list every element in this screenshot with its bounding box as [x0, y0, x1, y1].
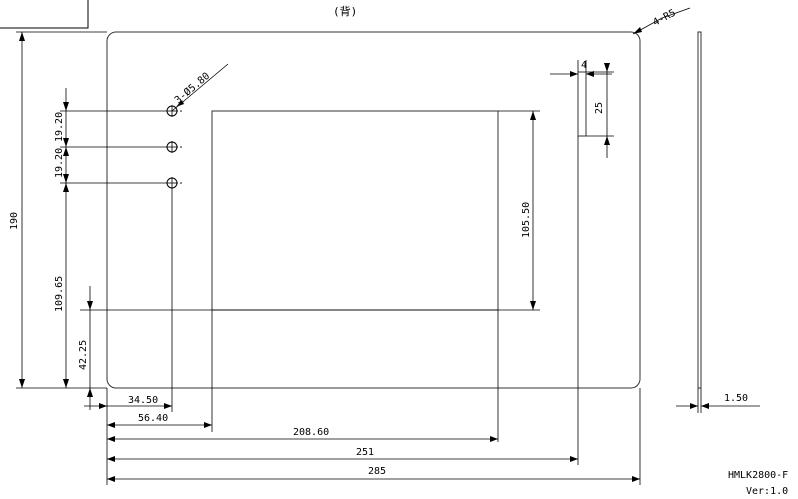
slot-outline — [577, 71, 587, 137]
overall-height-label: 190 — [9, 212, 20, 230]
hole-leader-arrow — [176, 100, 184, 107]
mounting-holes — [166, 105, 182, 189]
version-label: Ver:1.0 — [746, 486, 788, 497]
hole-spacing-bottom-label: 19.20 — [54, 148, 65, 178]
overall-width-label: 285 — [368, 466, 386, 477]
cutout-bottom-label: 42.25 — [78, 340, 89, 370]
thickness-label: 1.50 — [724, 393, 748, 404]
hole-spacing-top-label: 19.20 — [54, 112, 65, 142]
slot-x-label: 251 — [356, 447, 374, 458]
cutout-left-label: 56.40 — [138, 413, 168, 424]
frame-fragment — [0, 0, 89, 29]
cutout-right-label: 208.60 — [293, 427, 329, 438]
slot-height-label: 25 — [594, 102, 605, 114]
corner-radius-label: 4-R5 — [651, 8, 677, 29]
display-cutout — [211, 110, 499, 311]
panel-outline — [106, 31, 641, 389]
radius-leader-tail — [661, 7, 691, 19]
side-profile — [697, 31, 702, 389]
view-label: (背) — [333, 4, 357, 18]
hole-label: 3-Ø5.80 — [172, 70, 212, 106]
model-label: HMLK2800-F — [728, 470, 788, 481]
hole-x-label: 34.50 — [128, 395, 158, 406]
cutout-height-label: 105.50 — [521, 202, 532, 238]
slot-width-label: 4 — [581, 60, 587, 71]
hole-y-label: 109.65 — [54, 276, 65, 312]
radius-arrow — [633, 27, 642, 34]
